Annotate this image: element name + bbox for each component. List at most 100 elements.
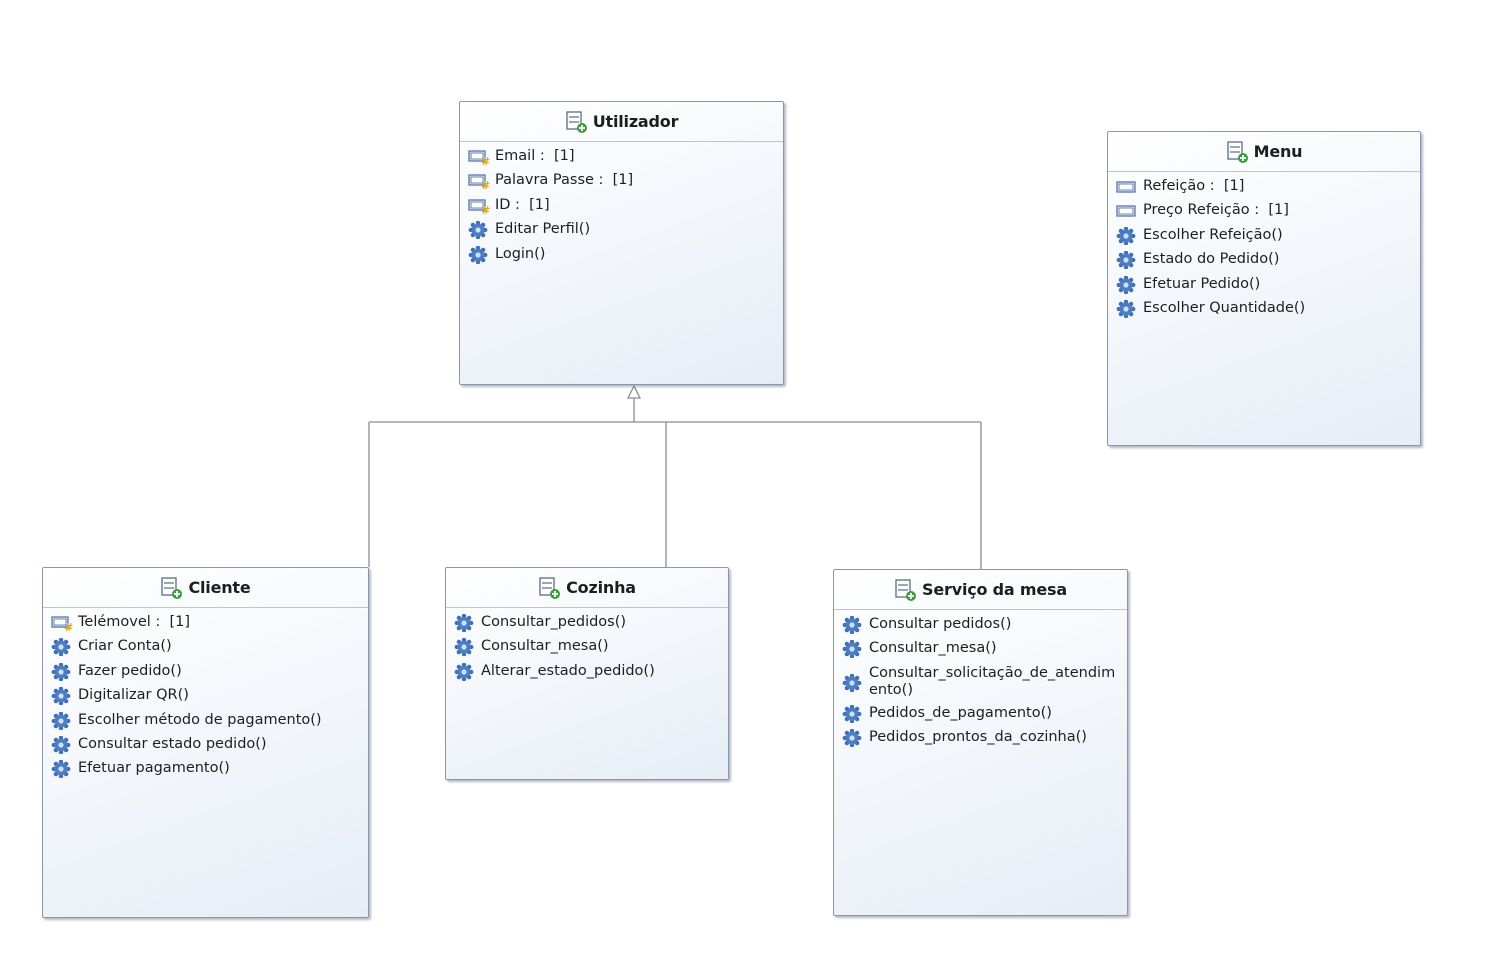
- operation-gear-icon: [1116, 226, 1138, 246]
- operation-gear-icon: [842, 615, 864, 635]
- member-label: Alterar_estado_pedido(): [481, 662, 655, 679]
- class-menu[interactable]: Menu Refeição : [1] Preço Refeição : [1] E…: [1107, 131, 1421, 446]
- class-utilizador[interactable]: Utilizador # Email : [1] #Palavra Passe : …: [459, 101, 784, 385]
- operation-gear-icon: [51, 637, 73, 657]
- operation-gear-icon: [51, 662, 73, 682]
- class-member[interactable]: Criar Conta(): [43, 637, 368, 662]
- class-member[interactable]: Refeição : [1]: [1108, 178, 1420, 202]
- class-icon: [538, 576, 562, 600]
- class-member[interactable]: Preço Refeição : [1]: [1108, 202, 1420, 226]
- member-label: Consultar_mesa(): [481, 638, 609, 655]
- operation-gear-icon: [51, 711, 73, 730]
- operation-gear-icon: [842, 673, 864, 693]
- class-member[interactable]: # Email : [1]: [460, 148, 783, 172]
- member-label: Email : [1]: [495, 148, 575, 164]
- member-label: Escolher método de pagamento(): [78, 711, 322, 728]
- class-member[interactable]: Consultar_mesa(): [446, 637, 728, 662]
- class-member[interactable]: Consultar estado pedido(): [43, 735, 368, 760]
- member-label: Escolher Refeição(): [1143, 226, 1283, 243]
- class-member[interactable]: Escolher método de pagamento(): [43, 711, 368, 736]
- class-cliente[interactable]: Cliente # Telémovel : [1] Criar Conta() Faz…: [42, 567, 369, 918]
- class-member[interactable]: Estado do Pedido(): [1108, 250, 1420, 275]
- class-member[interactable]: Efetuar Pedido(): [1108, 275, 1420, 300]
- class-members: #Email : [1]#Palavra Passe : [1]#ID : [1…: [460, 142, 783, 270]
- class-member[interactable]: Login(): [460, 245, 783, 270]
- operation-gear-icon: [454, 637, 476, 657]
- operation-gear-icon: [51, 686, 73, 706]
- class-icon: [894, 578, 918, 602]
- member-label: Consultar pedidos(): [869, 616, 1012, 632]
- member-label: Telémovel : [1]: [78, 614, 191, 630]
- class-header: Utilizador: [460, 102, 783, 142]
- class-name: Serviço da mesa: [922, 580, 1067, 599]
- svg-text:#: #: [481, 179, 490, 190]
- member-label: Efetuar pagamento(): [78, 760, 230, 777]
- class-member[interactable]: Efetuar pagamento(): [43, 759, 368, 784]
- class-member[interactable]: Pedidos_de_pagamento(): [834, 704, 1127, 729]
- class-header: Cozinha: [446, 568, 728, 608]
- class-members: Consultar pedidos() Consultar_mesa() Consu…: [834, 610, 1127, 754]
- class-header: Serviço da mesa: [834, 570, 1127, 610]
- operation-gear-icon: [454, 613, 476, 633]
- member-label: Login(): [495, 245, 546, 262]
- class-member[interactable]: Digitalizar QR(): [43, 686, 368, 711]
- class-name: Menu: [1253, 142, 1303, 161]
- member-label: Consultar_pedidos(): [481, 614, 627, 630]
- operation-gear-icon: [842, 704, 864, 724]
- member-label: Estado do Pedido(): [1143, 251, 1280, 268]
- operation-gear-icon: [1116, 250, 1138, 270]
- member-label: Preço Refeição : [1]: [1143, 202, 1289, 219]
- generalization-arrowhead: [626, 384, 642, 399]
- class-icon: [1226, 140, 1250, 164]
- protected-attribute-icon: #: [468, 172, 490, 192]
- protected-attribute-icon: #: [51, 614, 73, 634]
- operation-gear-icon: [468, 245, 490, 264]
- protected-attribute-icon: #: [468, 197, 490, 217]
- operation-gear-icon: [1116, 299, 1138, 319]
- class-member[interactable]: Pedidos_prontos_da_cozinha(): [834, 728, 1127, 753]
- member-label: Pedidos_de_pagamento(): [869, 704, 1052, 721]
- class-name: Utilizador: [592, 112, 679, 131]
- class-member[interactable]: Alterar_estado_pedido(): [446, 662, 728, 687]
- member-label: Consultar_mesa(): [869, 640, 997, 657]
- class-member[interactable]: Escolher Quantidade(): [1108, 299, 1420, 324]
- class-member[interactable]: #Palavra Passe : [1]: [460, 172, 783, 196]
- class-icon: [160, 576, 184, 600]
- operation-gear-icon: [51, 735, 73, 755]
- class-member[interactable]: Consultar pedidos(): [834, 615, 1127, 640]
- class-members: # Telémovel : [1] Criar Conta() Fazer pedid…: [43, 608, 368, 785]
- attribute-icon: [1116, 202, 1138, 220]
- member-label: Criar Conta(): [78, 638, 172, 655]
- operation-gear-icon: [468, 220, 490, 240]
- class-header: Cliente: [43, 568, 368, 608]
- class-name: Cliente: [188, 578, 251, 597]
- class-member[interactable]: # ID : [1]: [460, 197, 783, 221]
- class-member[interactable]: # Telémovel : [1]: [43, 614, 368, 638]
- member-label: Consultar_solicitação_de_atendimento(): [869, 664, 1116, 698]
- attribute-icon: [1116, 178, 1138, 196]
- class-members: Refeição : [1] Preço Refeição : [1] Escolh…: [1108, 172, 1420, 324]
- class-name: Cozinha: [566, 578, 636, 597]
- member-label: Fazer pedido(): [78, 662, 182, 679]
- member-label: ID : [1]: [495, 196, 550, 213]
- class-member[interactable]: Consultar_solicitação_de_atendimento(): [834, 665, 1127, 705]
- class-members: Consultar_pedidos() Consultar_mesa() Alter…: [446, 608, 728, 687]
- class-servico-da-mesa[interactable]: Serviço da mesa Consultar pedidos()Consu…: [833, 569, 1128, 916]
- member-label: Digitalizar QR(): [78, 687, 189, 704]
- class-cozinha[interactable]: Cozinha Consultar_pedidos() Consultar_mes…: [445, 567, 729, 780]
- member-label: Refeição : [1]: [1143, 178, 1245, 194]
- operation-gear-icon: [454, 662, 476, 682]
- member-label: Editar Perfil(): [495, 221, 591, 238]
- member-label: Pedidos_prontos_da_cozinha(): [869, 729, 1087, 746]
- member-label: Escolher Quantidade(): [1143, 299, 1306, 316]
- class-member[interactable]: Editar Perfil(): [460, 220, 783, 245]
- class-member[interactable]: Escolher Refeição(): [1108, 226, 1420, 251]
- class-member[interactable]: Consultar_pedidos(): [446, 613, 728, 638]
- operation-gear-icon: [842, 728, 864, 748]
- member-label: Consultar estado pedido(): [78, 735, 267, 752]
- protected-attribute-icon: #: [468, 148, 490, 168]
- svg-text:#: #: [64, 621, 73, 632]
- class-member[interactable]: Consultar_mesa(): [834, 639, 1127, 664]
- class-member[interactable]: Fazer pedido(): [43, 662, 368, 687]
